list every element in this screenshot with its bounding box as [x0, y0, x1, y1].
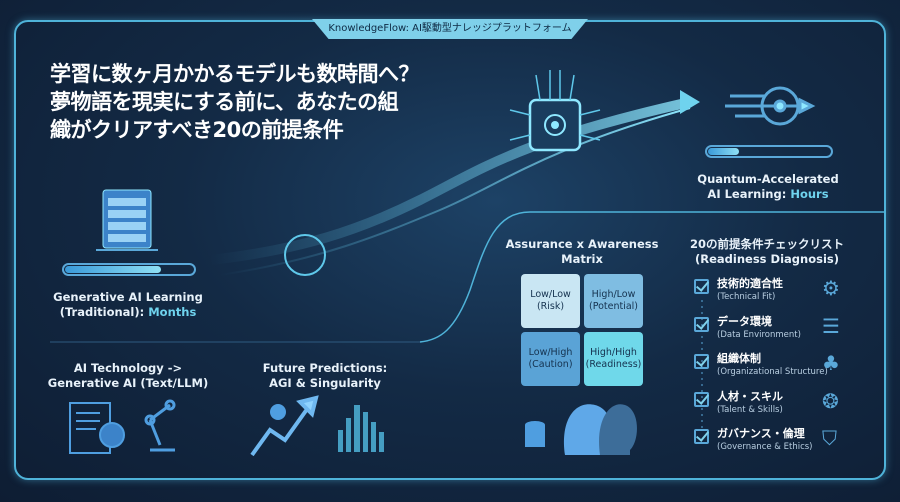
quantum-progress-bar: [705, 145, 833, 158]
checklist-item: 技術的適合性 (Technical Fit): [694, 277, 783, 303]
cell-label: Low/Low: [530, 289, 571, 300]
checklist-title-line1: 20の前提条件チェックリスト: [689, 237, 844, 251]
item-subtitle: (Talent & Skills): [717, 405, 783, 415]
cell-sublabel: (Risk): [536, 301, 565, 312]
cell-label: High/High: [590, 347, 637, 358]
database-icon: ☰: [822, 314, 840, 338]
checkbox-checked: [694, 279, 709, 294]
headline: 学習に数ヶ月かかるモデルも数時間へ？ 夢物語を現実にする前に、あなたの組 織がク…: [50, 60, 450, 144]
cell-label: High/Low: [591, 289, 636, 300]
chip-icon: [509, 70, 601, 152]
matrix-title-line2: Matrix: [561, 252, 603, 266]
checklist-title: 20の前提条件チェックリスト (Readiness Diagnosis): [672, 237, 862, 267]
headline-line: 学習に数ヶ月かかるモデルも数時間へ？: [50, 62, 420, 86]
checkbox-checked: [694, 317, 709, 332]
robot-arm-icon: [144, 399, 176, 452]
item-subtitle: (Data Environment): [717, 330, 801, 340]
traditional-duration: Months: [148, 305, 197, 319]
item-title: ガバナンス・倫理: [717, 427, 805, 440]
data-head-icon: [525, 404, 637, 455]
growth-chart-icon: [250, 395, 319, 457]
cell-label: Low/High: [528, 347, 573, 358]
future-label: Future Predictions: AGI & Singularity: [225, 361, 425, 391]
matrix-cell-low-low: Low/Low(Risk): [521, 274, 580, 328]
platform-title-tab: KnowledgeFlow: AI駆動型ナレッジプラットフォーム: [312, 19, 588, 39]
checklist-item: 組織体制 (Organizational Structure): [694, 352, 828, 378]
matrix-title: Assurance x Awareness Matrix: [497, 237, 667, 267]
city-skyline-icon: [338, 405, 384, 452]
org-chart-icon: ♣: [822, 351, 840, 375]
cell-sublabel: (Potential): [588, 301, 639, 312]
item-title: 人材・スキル: [717, 390, 783, 403]
checkbox-checked: [694, 354, 709, 369]
arrow-head-icon: [680, 90, 700, 114]
panel-divider-curve: [419, 211, 884, 343]
traditional-progress-fill: [65, 266, 161, 273]
brain-icon: ❂: [822, 389, 839, 413]
circuit-node-icon: [284, 234, 326, 276]
quantum-label-line1: Quantum-Accelerated: [697, 172, 839, 186]
matrix-cell-high-high: High/High(Readiness): [584, 332, 643, 386]
traditional-label-line1: Generative AI Learning: [53, 290, 203, 304]
traditional-label: Generative AI Learning (Traditional): Mo…: [28, 290, 228, 320]
traditional-progress-bar: [62, 263, 196, 276]
future-line1: Future Predictions:: [262, 361, 388, 375]
ai-tech-label: AI Technology -> Generative AI (Text/LLM…: [28, 361, 228, 391]
matrix-title-line1: Assurance x Awareness: [505, 237, 659, 251]
matrix-cell-high-low: High/Low(Potential): [584, 274, 643, 328]
shield-check-icon: ⛉: [822, 426, 837, 450]
quantum-duration: Hours: [790, 187, 829, 201]
ai-tech-line1: AI Technology ->: [73, 361, 183, 375]
checkbox-checked: [694, 429, 709, 444]
item-title: 技術的適合性: [717, 277, 783, 290]
item-subtitle: (Governance & Ethics): [717, 442, 813, 452]
checklist-item: 人材・スキル (Talent & Skills): [694, 390, 783, 416]
future-line2: AGI & Singularity: [269, 376, 381, 390]
quantum-speed-icon: [725, 86, 816, 126]
headline-line: 夢物語を現実にする前に、あなたの組: [50, 90, 399, 114]
ai-tech-line2: Generative AI (Text/LLM): [47, 376, 209, 390]
item-subtitle: (Organizational Structure): [717, 367, 828, 377]
quantum-progress-fill: [708, 148, 739, 155]
gears-icon: ⚙: [822, 276, 840, 300]
item-subtitle: (Technical Fit): [717, 292, 776, 302]
server-icon: [96, 189, 158, 251]
checklist-item: データ環境 (Data Environment): [694, 315, 801, 341]
cell-sublabel: (Caution): [528, 359, 573, 370]
checklist-item: ガバナンス・倫理 (Governance & Ethics): [694, 427, 813, 453]
traditional-label-line2: (Traditional):: [59, 305, 149, 319]
checkbox-checked: [694, 392, 709, 407]
document-brain-icon: [69, 402, 125, 454]
headline-line: 織がクリアすべき20の前提条件: [50, 118, 344, 142]
quantum-label: Quantum-Accelerated AI Learning: Hours: [668, 172, 868, 202]
cell-sublabel: (Readiness): [585, 359, 642, 370]
matrix-cell-low-high: Low/High(Caution): [521, 332, 580, 386]
quantum-label-line2: AI Learning:: [707, 187, 791, 201]
item-title: データ環境: [717, 315, 772, 328]
item-title: 組織体制: [717, 352, 761, 365]
checklist-title-line2: (Readiness Diagnosis): [695, 252, 839, 266]
